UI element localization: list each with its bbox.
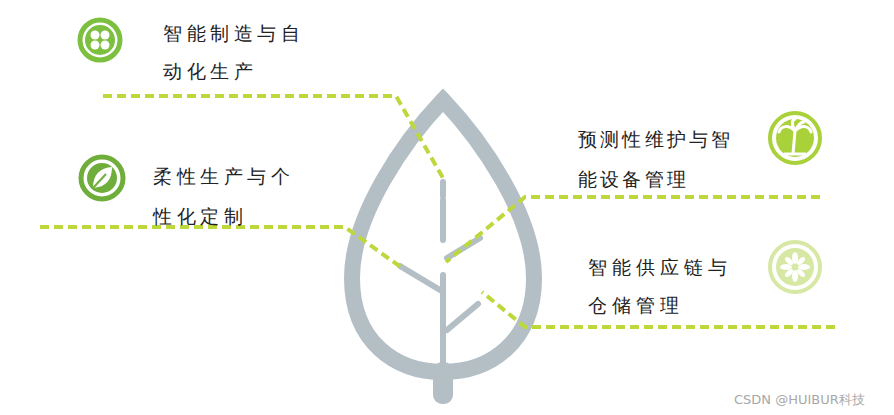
leaf-stem (433, 362, 453, 404)
clover-icon (80, 20, 120, 60)
feature-label: 柔性生产与个性化定制 (153, 156, 313, 236)
watermark: CSDN @HUIBUR科技 (734, 391, 890, 409)
feature-label: 预测性维护与智能设备管理 (578, 119, 750, 199)
leaf-midrib (440, 200, 446, 240)
feature-label: 智能供应链与仓储管理 (588, 248, 753, 324)
leader-line (40, 227, 402, 268)
leader-line (446, 197, 820, 262)
leaf-vein (400, 266, 440, 290)
feature-label: 智能制造与自动化生产 (163, 14, 323, 90)
leaf-outline (352, 100, 534, 372)
leaf-vein (447, 304, 478, 330)
leaf-midrib (440, 182, 446, 196)
palm-icon (770, 113, 820, 163)
leaf-vein (447, 238, 480, 258)
flower-icon (770, 242, 820, 292)
leaf-icon (81, 157, 123, 199)
